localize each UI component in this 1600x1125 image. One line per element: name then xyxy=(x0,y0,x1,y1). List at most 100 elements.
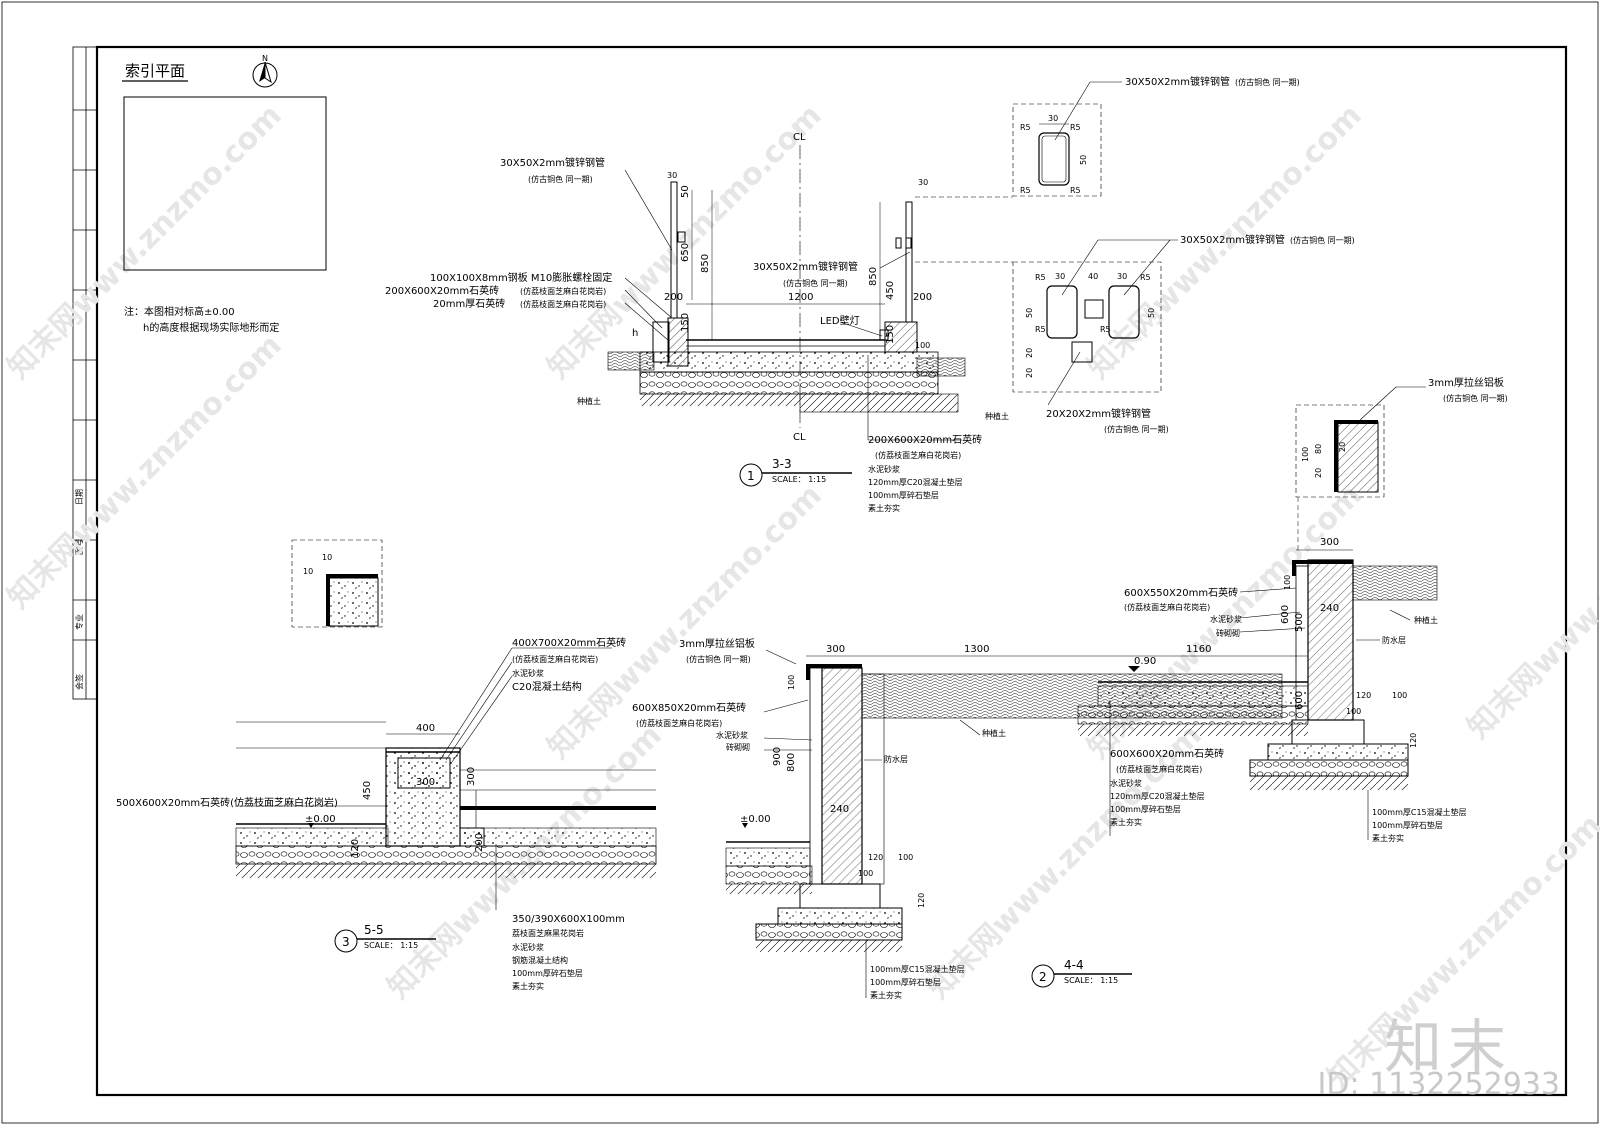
svg-text:5-5: 5-5 xyxy=(364,923,384,937)
svg-text:20: 20 xyxy=(1025,348,1034,358)
svg-text:R5: R5 xyxy=(1140,273,1151,282)
section-3-3: CL CL 1200 200 200 650 850 50 150 850 45… xyxy=(385,132,1009,513)
svg-text:(仿古铜色 同一期): (仿古铜色 同一期) xyxy=(686,654,751,664)
svg-text:R5: R5 xyxy=(1020,123,1031,132)
svg-text:600X550X20mm石英砖: 600X550X20mm石英砖 xyxy=(1124,586,1238,599)
svg-text:150: 150 xyxy=(885,325,896,344)
svg-text:20: 20 xyxy=(1025,368,1034,378)
svg-text:CL: CL xyxy=(793,432,806,443)
svg-text:4-4: 4-4 xyxy=(1064,958,1084,972)
index-plan-title: 索引平面 xyxy=(125,62,185,80)
svg-text:(仿荔枝面芝麻白花岗岩): (仿荔枝面芝麻白花岗岩) xyxy=(520,299,606,309)
title-strip xyxy=(72,46,98,700)
svg-text:1160: 1160 xyxy=(1186,644,1211,655)
svg-text:120: 120 xyxy=(1356,691,1371,700)
svg-text:100: 100 xyxy=(858,869,873,878)
svg-text:20: 20 xyxy=(1338,442,1347,452)
svg-text:850: 850 xyxy=(868,267,879,286)
svg-text:100: 100 xyxy=(915,341,930,350)
svg-text:600: 600 xyxy=(1294,691,1305,710)
svg-text:素土夯实: 素土夯实 xyxy=(868,503,900,513)
svg-text:500: 500 xyxy=(1294,613,1305,632)
svg-text:40: 40 xyxy=(1088,272,1098,281)
svg-text:50: 50 xyxy=(1079,155,1088,165)
svg-text:240: 240 xyxy=(830,804,849,815)
strip-label-4: 日期 xyxy=(75,489,84,505)
svg-text:(仿荔枝面芝麻白花岗岩): (仿荔枝面芝麻白花岗岩) xyxy=(636,718,722,728)
svg-text:SCALE： 1:15: SCALE： 1:15 xyxy=(772,475,826,484)
detail-aluminium-cap: 100 80 20 20 3mm厚拉丝铝板 (仿古铜色 同一期) xyxy=(1295,376,1508,552)
svg-text:200: 200 xyxy=(474,833,485,852)
svg-text:(仿荔枝面芝麻白花岗岩): (仿荔枝面芝麻白花岗岩) xyxy=(875,450,961,460)
svg-text:600X850X20mm石英砖: 600X850X20mm石英砖 xyxy=(632,701,746,714)
label-pipe-left: 30X50X2mm镀锌钢管 xyxy=(500,156,605,169)
svg-text:200: 200 xyxy=(664,292,683,303)
svg-text:水泥砂浆: 水泥砂浆 xyxy=(1210,614,1242,624)
svg-text:100mm厚碎石垫层: 100mm厚碎石垫层 xyxy=(512,968,583,978)
brand-watermark: 知末 xyxy=(1383,1013,1512,1081)
svg-text:0.90: 0.90 xyxy=(1134,656,1156,667)
svg-text:20: 20 xyxy=(1314,468,1323,478)
svg-text:350/390X600X100mm: 350/390X600X100mm xyxy=(512,914,625,925)
svg-text:600: 600 xyxy=(1280,605,1291,624)
svg-text:850: 850 xyxy=(700,254,711,273)
section-5-5: 10 10 400 300 450 300 200 120 ±0.00 xyxy=(116,539,657,991)
svg-text:100: 100 xyxy=(898,853,913,862)
detail-pipe-single: 30 50 R5 R5 R5 R5 30X50X2mm镀锌钢管 (仿古铜色 同一… xyxy=(915,75,1300,198)
svg-text:30X50X2mm镀锌钢管: 30X50X2mm镀锌钢管 xyxy=(1125,75,1230,88)
detail-pipe-double: 30 40 30 50 50 20 20 R5 R5 R5 R5 30X50X2… xyxy=(915,233,1355,434)
svg-text:荔枝面芝麻黑花岗岩: 荔枝面芝麻黑花岗岩 xyxy=(512,928,584,938)
svg-text:300: 300 xyxy=(416,777,435,788)
svg-text:SCALE： 1:15: SCALE： 1:15 xyxy=(364,941,418,950)
svg-text:1200: 1200 xyxy=(788,292,813,303)
index-plan-box xyxy=(123,96,327,271)
svg-text:10: 10 xyxy=(322,553,332,562)
strip-label-1: 专业 xyxy=(74,614,84,630)
svg-text:CL: CL xyxy=(793,132,806,143)
svg-text:种植土: 种植土 xyxy=(985,411,1009,421)
svg-text:100mm厚C15混凝土垫层: 100mm厚C15混凝土垫层 xyxy=(870,964,965,974)
svg-text:防水层: 防水层 xyxy=(884,754,908,764)
svg-text:3mm厚拉丝铝板: 3mm厚拉丝铝板 xyxy=(679,637,755,650)
svg-text:450: 450 xyxy=(362,781,373,800)
svg-text:20X20X2mm镀锌钢管: 20X20X2mm镀锌钢管 xyxy=(1046,407,1151,420)
svg-text:SCALE： 1:15: SCALE： 1:15 xyxy=(1064,976,1118,985)
svg-text:h: h xyxy=(632,328,638,339)
svg-text:240: 240 xyxy=(1320,603,1339,614)
svg-text:素土夯实: 素土夯实 xyxy=(512,981,544,991)
svg-text:(仿古铜色 同一期): (仿古铜色 同一期) xyxy=(1235,77,1300,87)
svg-text:30: 30 xyxy=(667,171,677,180)
note-line-2: h的高度根据现场实际地形而定 xyxy=(143,321,279,334)
svg-text:10: 10 xyxy=(303,567,313,576)
svg-text:R5: R5 xyxy=(1070,186,1081,195)
svg-text:C20混凝土结构: C20混凝土结构 xyxy=(512,680,582,693)
svg-text:500X600X20mm石英砖(仿荔枝面芝麻白花岗岩): 500X600X20mm石英砖(仿荔枝面芝麻白花岗岩) xyxy=(116,796,338,809)
svg-text:300: 300 xyxy=(826,644,845,655)
svg-text:(仿古铜色 同一期): (仿古铜色 同一期) xyxy=(1104,424,1169,434)
svg-text:(仿古铜色 同一期): (仿古铜色 同一期) xyxy=(528,174,593,184)
svg-text:R5: R5 xyxy=(1100,325,1111,334)
svg-text:水泥砂浆: 水泥砂浆 xyxy=(868,464,900,474)
svg-text:N: N xyxy=(262,54,268,63)
strip-label-2: 会签 xyxy=(74,674,84,690)
svg-text:R5: R5 xyxy=(1035,325,1046,334)
svg-text:30: 30 xyxy=(1055,272,1065,281)
svg-text:种植土: 种植土 xyxy=(1414,615,1438,625)
svg-text:100: 100 xyxy=(1392,691,1407,700)
svg-text:100: 100 xyxy=(1301,447,1310,462)
svg-text:120: 120 xyxy=(868,853,883,862)
svg-text:1300: 1300 xyxy=(964,644,989,655)
svg-text:30: 30 xyxy=(1048,114,1058,123)
svg-text:150: 150 xyxy=(680,313,691,332)
svg-text:450: 450 xyxy=(885,281,896,300)
svg-text:100mm厚C15混凝土垫层: 100mm厚C15混凝土垫层 xyxy=(1372,807,1467,817)
id-watermark: ID: 1132252933 xyxy=(1317,1067,1560,1102)
svg-text:R5: R5 xyxy=(1070,123,1081,132)
svg-text:素土夯实: 素土夯实 xyxy=(1372,833,1404,843)
svg-text:(仿荔枝面芝麻白花岗岩): (仿荔枝面芝麻白花岗岩) xyxy=(512,654,598,664)
svg-text:防水层: 防水层 xyxy=(1382,635,1406,645)
svg-text:30X50X2mm镀锌钢管: 30X50X2mm镀锌钢管 xyxy=(1180,233,1285,246)
svg-text:钢筋混凝土结构: 钢筋混凝土结构 xyxy=(512,955,568,965)
svg-text:900: 900 xyxy=(772,747,783,766)
